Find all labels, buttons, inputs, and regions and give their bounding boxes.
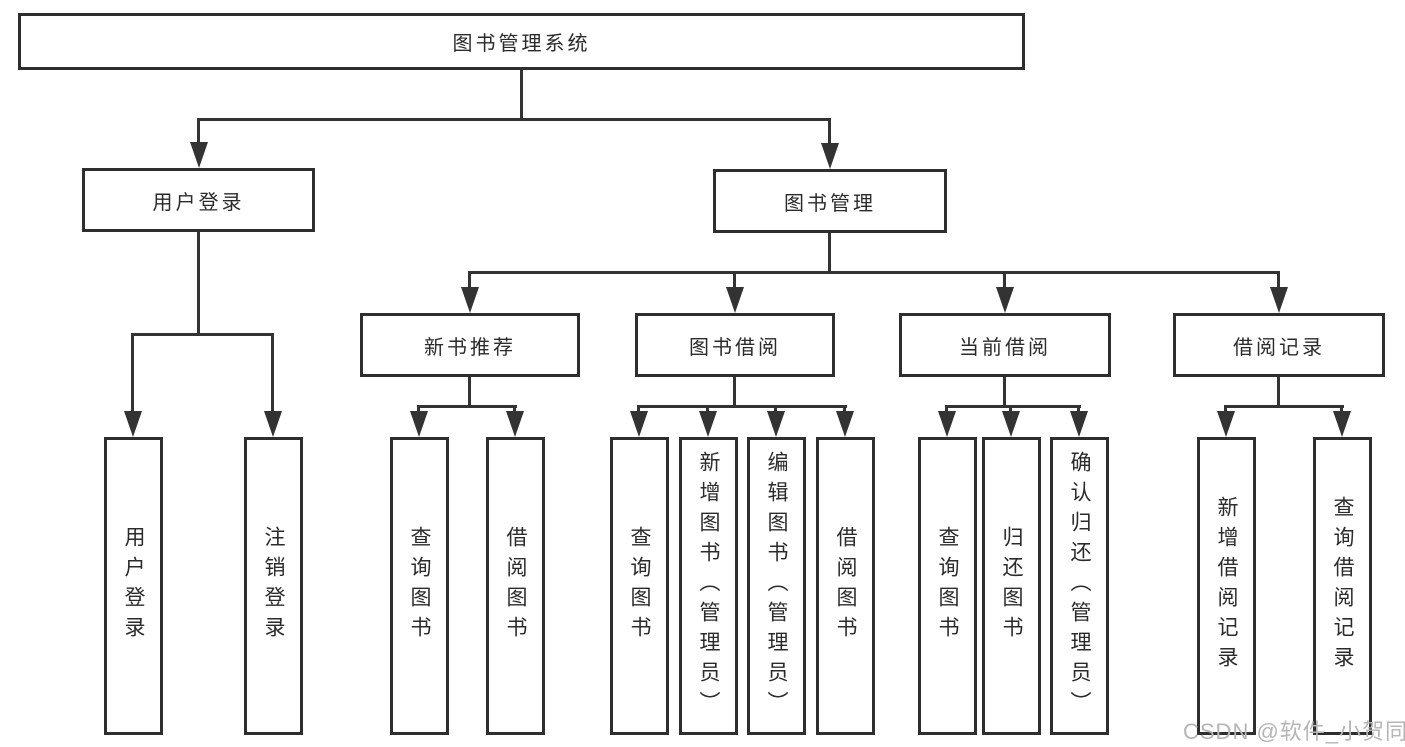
connector-line <box>1277 376 1280 408</box>
connector-line <box>1340 405 1343 415</box>
connector-arrowhead-down <box>836 411 854 437</box>
node-label: 新增借阅记录 <box>1215 496 1238 676</box>
connector-line <box>197 118 200 148</box>
connector-line <box>468 271 471 293</box>
node-label: 注销登录 <box>262 526 285 646</box>
connector-line <box>468 376 471 408</box>
connector-arrowhead-down <box>264 411 282 437</box>
leaf-user-login: 用户登录 <box>104 437 163 735</box>
connector-line <box>1224 405 1227 415</box>
connector-line <box>828 118 831 149</box>
connector-arrowhead-down <box>1217 411 1235 437</box>
connector-arrowhead-down <box>996 287 1014 313</box>
connector-line <box>733 376 736 408</box>
connector-line <box>197 118 831 121</box>
node-label: 借阅图书 <box>834 526 857 646</box>
connector-line <box>1224 405 1344 408</box>
connector-line <box>637 405 640 415</box>
connector-arrowhead-down <box>124 411 142 437</box>
connector-line <box>513 405 516 415</box>
connector-arrowhead-down <box>1270 287 1288 313</box>
connector-line <box>637 405 847 408</box>
node-label: 用户登录 <box>122 526 145 646</box>
connector-arrowhead-down <box>767 411 785 437</box>
node-label: 新增图书（管理员） <box>697 451 720 721</box>
leaf-borrow-books-recommend: 借阅图书 <box>486 437 545 735</box>
connector-line <box>945 405 1081 408</box>
leaf-confirm-return-admin: 确认归还（管理员） <box>1050 437 1109 735</box>
connector-arrowhead-down <box>410 411 428 437</box>
connector-arrowhead-down <box>506 411 524 437</box>
connector-line <box>843 405 846 415</box>
node-label: 图书管理系统 <box>452 33 591 55</box>
csdn-watermark: CSDN @软件_小贺同学 <box>1183 719 1405 744</box>
connector-arrowhead-down <box>726 287 744 313</box>
connector-arrowhead-down <box>630 411 648 437</box>
leaf-query-books-borrowing: 查询图书 <box>610 437 669 735</box>
leaf-return-books: 归还图书 <box>982 437 1041 735</box>
node-label: 图书借阅 <box>689 336 781 359</box>
connector-arrowhead-down <box>1333 411 1351 437</box>
connector-arrowhead-down <box>1070 411 1088 437</box>
node-book-borrowing: 图书借阅 <box>635 313 835 377</box>
node-label: 归还图书 <box>1000 526 1023 646</box>
connector-arrowhead-down <box>821 143 839 169</box>
connector-line <box>1077 405 1080 415</box>
node-label: 用户登录 <box>152 191 245 214</box>
connector-line <box>945 405 948 415</box>
node-label: 当前借阅 <box>959 336 1051 359</box>
connector-arrowhead-down <box>461 287 479 313</box>
node-label: 查询图书 <box>628 526 651 646</box>
node-label: 查询借阅记录 <box>1331 496 1354 676</box>
connector-line <box>1277 271 1280 293</box>
leaf-edit-book-admin: 编辑图书（管理员） <box>747 437 806 735</box>
connector-arrowhead-down <box>938 411 956 437</box>
connector-arrowhead-down <box>699 411 717 437</box>
connector-arrowhead-down <box>190 142 208 168</box>
node-label: 借阅图书 <box>504 526 527 646</box>
connector-line <box>828 232 831 274</box>
connector-line <box>733 271 736 293</box>
node-label: 确认归还（管理员） <box>1068 451 1091 721</box>
connector-line <box>1003 271 1006 293</box>
node-label: 图书管理 <box>784 192 876 215</box>
node-book-management: 图书管理 <box>713 169 947 233</box>
leaf-query-books-recommend: 查询图书 <box>390 437 449 735</box>
leaf-add-book-admin: 新增图书（管理员） <box>679 437 738 735</box>
connector-line <box>271 333 274 416</box>
node-label: 编辑图书（管理员） <box>765 451 788 721</box>
node-current-borrowing: 当前借阅 <box>899 313 1111 377</box>
leaf-borrow-books-borrowing: 借阅图书 <box>816 437 875 735</box>
leaf-query-books-current: 查询图书 <box>918 437 977 735</box>
node-label: 借阅记录 <box>1233 336 1325 359</box>
node-user-login: 用户登录 <box>82 168 315 232</box>
node-borrowing-records: 借阅记录 <box>1173 313 1385 377</box>
leaf-add-borrow-record: 新增借阅记录 <box>1197 437 1256 735</box>
node-label: 查询图书 <box>936 526 959 646</box>
connector-line <box>417 405 517 408</box>
connector-line <box>131 333 274 336</box>
leaf-query-borrow-record: 查询借阅记录 <box>1313 437 1372 735</box>
node-library-management-system: 图书管理系统 <box>18 13 1025 70</box>
connector-line <box>417 405 420 415</box>
node-label: 新书推荐 <box>424 336 516 359</box>
connector-line <box>520 68 523 121</box>
leaf-logout: 注销登录 <box>244 437 303 735</box>
connector-line <box>1009 405 1012 415</box>
connector-line <box>197 231 200 335</box>
node-label: 查询图书 <box>408 526 431 646</box>
connector-line <box>468 271 1280 274</box>
node-new-book-recommendation: 新书推荐 <box>360 313 580 377</box>
connector-line <box>1003 376 1006 408</box>
connector-line <box>131 333 134 416</box>
connector-line <box>706 405 709 415</box>
connector-line <box>774 405 777 415</box>
connector-arrowhead-down <box>1002 411 1020 437</box>
